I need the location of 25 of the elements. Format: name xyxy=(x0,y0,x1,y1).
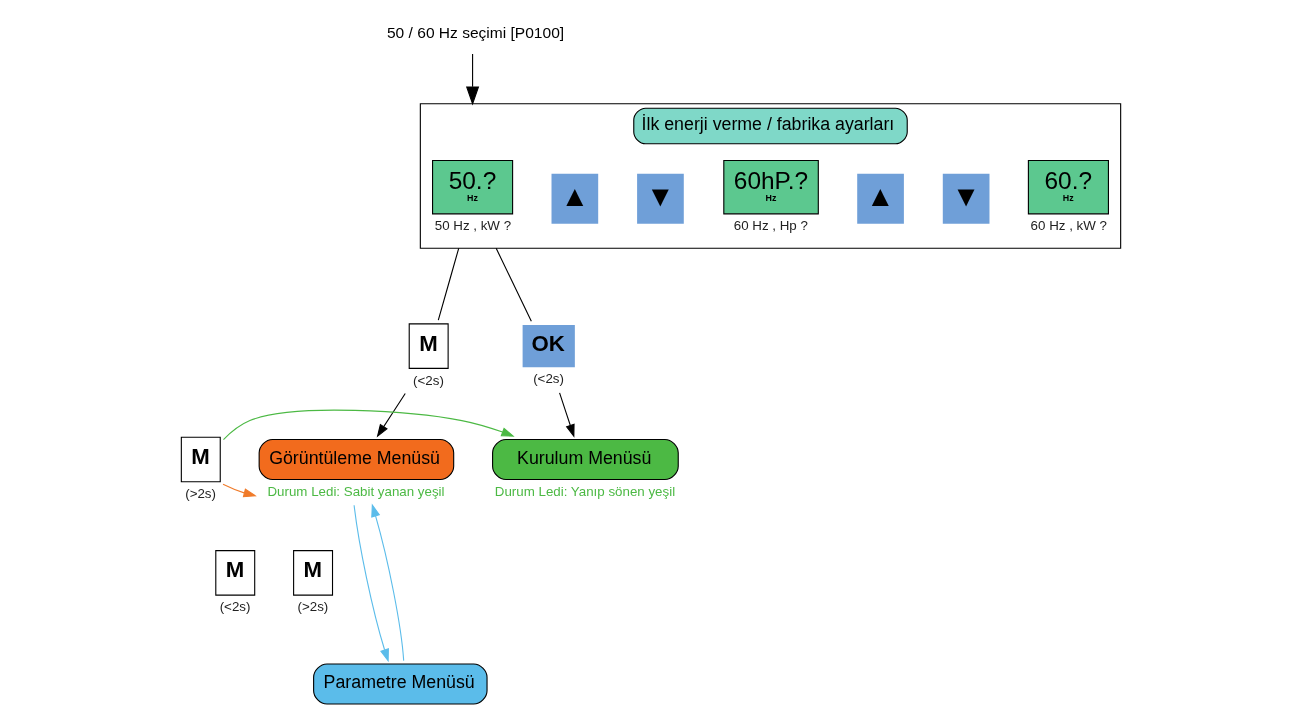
node-label: (<2s) xyxy=(413,372,444,388)
arrow xyxy=(559,392,575,438)
node-box: ▼ xyxy=(942,173,990,224)
node-label: (<2s) xyxy=(533,371,564,387)
node-label: (>2s) xyxy=(185,485,216,501)
connector xyxy=(495,247,532,322)
node-label: (<2s) xyxy=(219,599,251,615)
node-box: OK xyxy=(522,325,575,368)
arrow xyxy=(222,409,515,441)
node-label: Durum Ledi: Sabit yanan yeşil xyxy=(267,483,445,499)
node-label: Durum Ledi: Yanıp sönen yeşil xyxy=(494,483,676,499)
node-label: 50 Hz , kW ? xyxy=(434,218,512,234)
node-label: (>2s) xyxy=(297,599,329,615)
arrow xyxy=(371,503,405,662)
node-box: ▼ xyxy=(637,173,684,224)
arrow xyxy=(376,392,406,438)
node-box: ▲ xyxy=(857,173,904,224)
node-label: 60 Hz , Hp ? xyxy=(733,218,808,234)
node-label: 60 Hz , kW ? xyxy=(1030,218,1107,234)
node-text: 50 / 60 Hz seçimi [P0100] xyxy=(386,23,565,41)
connector xyxy=(437,247,460,321)
arrow xyxy=(222,483,257,498)
node-box: ▲ xyxy=(551,173,599,224)
arrow xyxy=(353,504,389,663)
arrow xyxy=(465,53,480,106)
